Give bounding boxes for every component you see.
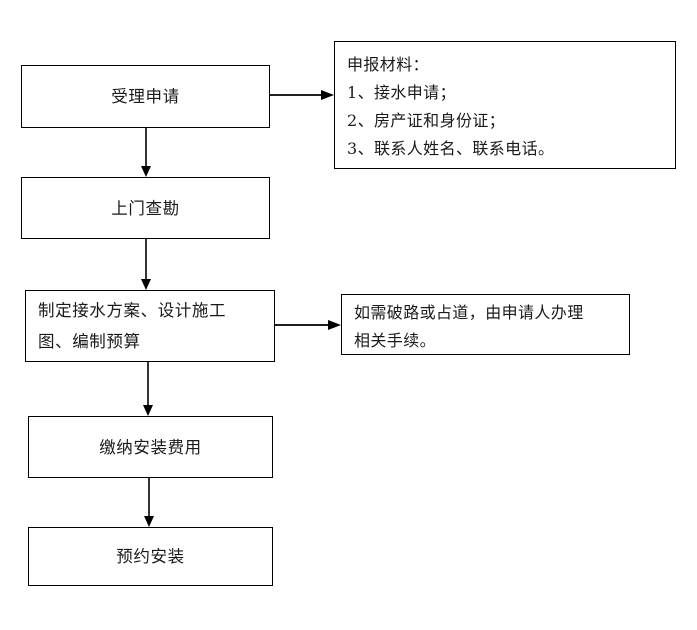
- flow-node-step-3[interactable]: 制定接水方案、设计施工 图、编制预算: [25, 290, 275, 362]
- note-line: 相关手续。: [354, 331, 437, 350]
- flow-node-step-2[interactable]: 上门查勘: [21, 177, 270, 239]
- connector-step-2-to-step-3: [138, 239, 154, 290]
- flow-node-step-1[interactable]: 受理申请: [21, 65, 270, 128]
- note-line: 如需破路或占道，由申请人办理: [354, 303, 584, 322]
- note-box-application-materials: 申报材料： 1、接水申请； 2、房产证和身份证； 3、联系人姓名、联系电话。: [334, 41, 676, 169]
- note-line: 3、联系人姓名、联系电话。: [347, 139, 555, 158]
- flow-node-label: 受理申请: [111, 87, 180, 106]
- flow-node-label: 制定接水方案、设计施工 图、编制预算: [38, 301, 227, 351]
- flow-node-step-4[interactable]: 缴纳安装费用: [28, 416, 273, 478]
- connector-step-3-to-note-2: [275, 317, 341, 333]
- note-text-block: 申报材料： 1、接水申请； 2、房产证和身份证； 3、联系人姓名、联系电话。: [335, 42, 675, 163]
- note-line: 1、接水申请；: [347, 83, 456, 102]
- note-line: 申报材料：: [347, 55, 430, 74]
- connector-step-3-to-step-4: [140, 362, 156, 416]
- flow-node-label: 缴纳安装费用: [99, 437, 202, 457]
- flow-node-label: 预约安装: [116, 547, 185, 566]
- note-line: 2、房产证和身份证；: [347, 111, 506, 130]
- note-text-block: 如需破路或占道，由申请人办理 相关手续。: [342, 295, 629, 355]
- note-box-road-permit: 如需破路或占道，由申请人办理 相关手续。: [341, 294, 630, 355]
- flow-node-step-5[interactable]: 预约安装: [28, 527, 273, 586]
- connector-step-4-to-step-5: [141, 478, 157, 527]
- connector-step-1-to-note-1: [270, 87, 334, 103]
- connector-step-1-to-step-2: [138, 128, 154, 177]
- flow-node-label: 上门查勘: [111, 198, 180, 218]
